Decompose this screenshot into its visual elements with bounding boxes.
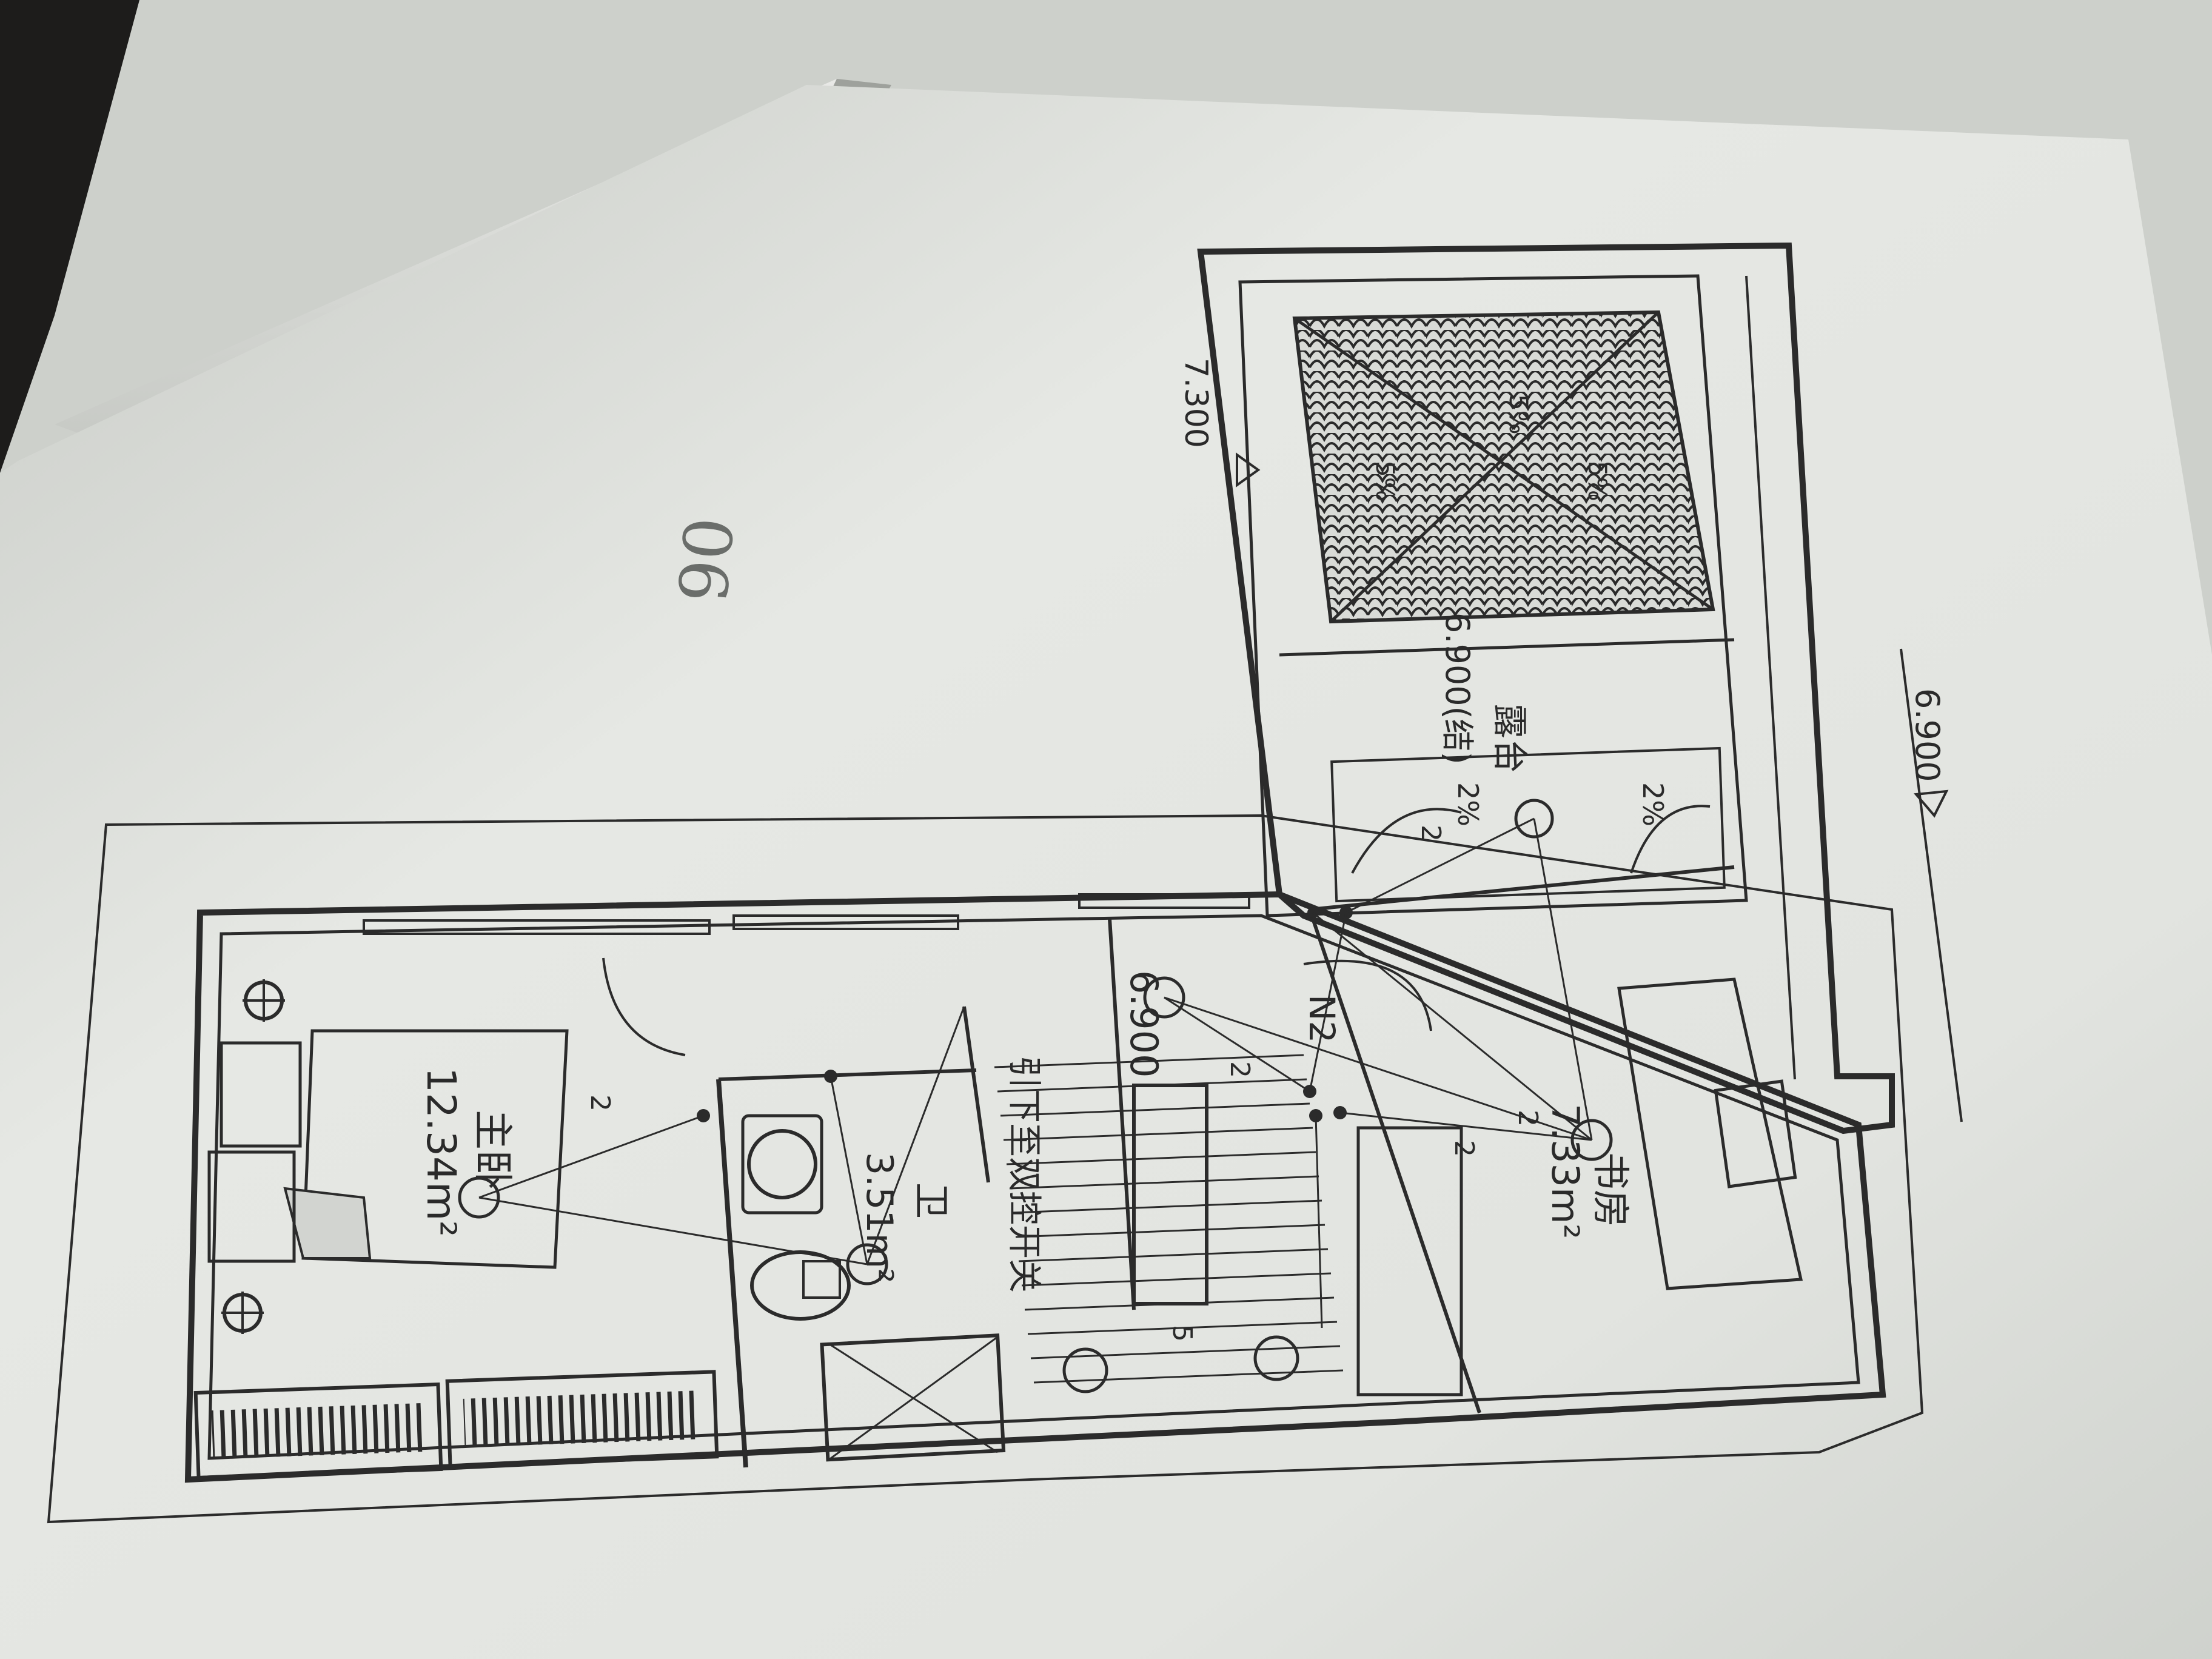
elevation-upper-left: 7.300: [1178, 358, 1214, 448]
desk: [1617, 977, 1803, 1290]
wash-basin: [747, 1129, 817, 1199]
floor-plan: 5% 5% 5% 2% 2% 露台 6.900(结) 7.300 6.900: [47, 242, 1963, 1524]
elevation-right: 6.900: [1908, 688, 1946, 782]
terrace-slope-label-2: 2%: [1637, 782, 1669, 826]
window-top-3: [1078, 893, 1250, 909]
wall-bath-left: [716, 1079, 748, 1468]
inner-wall: [207, 914, 1860, 1460]
stair-light-2: [1253, 1335, 1299, 1381]
wardrobe-right-grille: [463, 1390, 702, 1447]
terrace-door-swing-1: [1351, 808, 1462, 874]
terrace-name: 露台: [1489, 703, 1530, 774]
wall-study-left: [1308, 909, 1481, 1413]
ceiling-light-study-icon: [1570, 1119, 1613, 1161]
stair-light-1: [1062, 1347, 1108, 1393]
terrace-level: 6.900(结): [1438, 612, 1476, 765]
nightstand-bottom: [207, 1150, 296, 1263]
wire-count-6: 5: [1167, 1325, 1198, 1342]
nightstand-top: [220, 1041, 302, 1148]
roof-ridge-1: [1293, 317, 1714, 611]
terrace-slope-label-1: 2%: [1452, 782, 1484, 826]
wall-study-top: [1309, 865, 1735, 911]
bed: [301, 1029, 569, 1269]
shower-tray: [820, 1333, 1006, 1462]
terrace-outer-wall: [1197, 242, 1895, 1134]
window-top-1: [363, 919, 711, 935]
wardrobe-left-grille: [211, 1403, 426, 1460]
slope-label-roof-1: 5%: [1504, 394, 1533, 435]
window-top-2: [732, 914, 959, 930]
elevation-marker-1: [1236, 452, 1261, 488]
study-cabinet: [1356, 1126, 1463, 1396]
wire-count-3: 2: [1449, 1140, 1480, 1157]
elevation-marker-2: [1913, 789, 1949, 818]
bathroom-name: 卫: [910, 1182, 952, 1219]
bed-fold-corner: [283, 1187, 372, 1259]
vanity: [741, 1114, 823, 1215]
wiring: [478, 817, 1593, 1329]
desk-monitor: [1714, 1079, 1797, 1188]
ceiling-light-bathroom-icon: [846, 1243, 888, 1285]
stair-well: [1132, 1084, 1208, 1305]
stair-door-swing: [1303, 959, 1432, 1031]
roof-tiles: [1292, 310, 1715, 624]
stair-treads: [994, 1054, 1344, 1384]
roof-ridge-2: [1330, 311, 1660, 623]
terrace-door-swing-2: [1630, 805, 1711, 874]
wire-count-2: 2: [1224, 1061, 1255, 1078]
stair-note: 引下至双控开关: [1004, 1055, 1044, 1293]
terrace-edge-line: [1745, 275, 1796, 1080]
terrace-divider: [1279, 638, 1735, 657]
bathroom-area: 3.51m²: [858, 1152, 900, 1283]
wardrobe-left: [193, 1382, 443, 1480]
handwritten-note: 06: [662, 514, 747, 606]
wall-bath-top: [718, 1068, 977, 1081]
master-bedroom-area: 12.34m²: [418, 1067, 464, 1237]
wire-count-4: 2: [1512, 1110, 1543, 1127]
wall-bath-right: [962, 1006, 990, 1183]
ceiling-light-terrace-icon: [1514, 799, 1554, 839]
slope-label-roof-3: 5%: [1583, 461, 1612, 501]
slope-label-roof-2: 5%: [1370, 461, 1400, 501]
site-boundary: [47, 814, 1924, 1524]
terrace-drain-area: [1330, 746, 1726, 903]
wardrobe-right: [445, 1370, 719, 1468]
wire-count-5: 2: [1415, 825, 1446, 842]
floor-elevation: 6.900: [1122, 970, 1166, 1078]
wall-stair-left: [1108, 918, 1136, 1310]
study-name: 书房: [1589, 1152, 1633, 1227]
ceiling-light-stair-icon: [1143, 976, 1185, 1019]
terrace-inner-wall: [1238, 274, 1748, 917]
floor-drain-icon: [802, 1260, 841, 1299]
wire-count-1: 2: [585, 1094, 615, 1111]
bedroom-door-swing: [602, 957, 686, 1056]
master-bedroom-name: 主卧: [469, 1110, 516, 1190]
dimension-line-right: [1900, 648, 1963, 1122]
ceiling-light-bedroom-icon: [458, 1176, 500, 1219]
